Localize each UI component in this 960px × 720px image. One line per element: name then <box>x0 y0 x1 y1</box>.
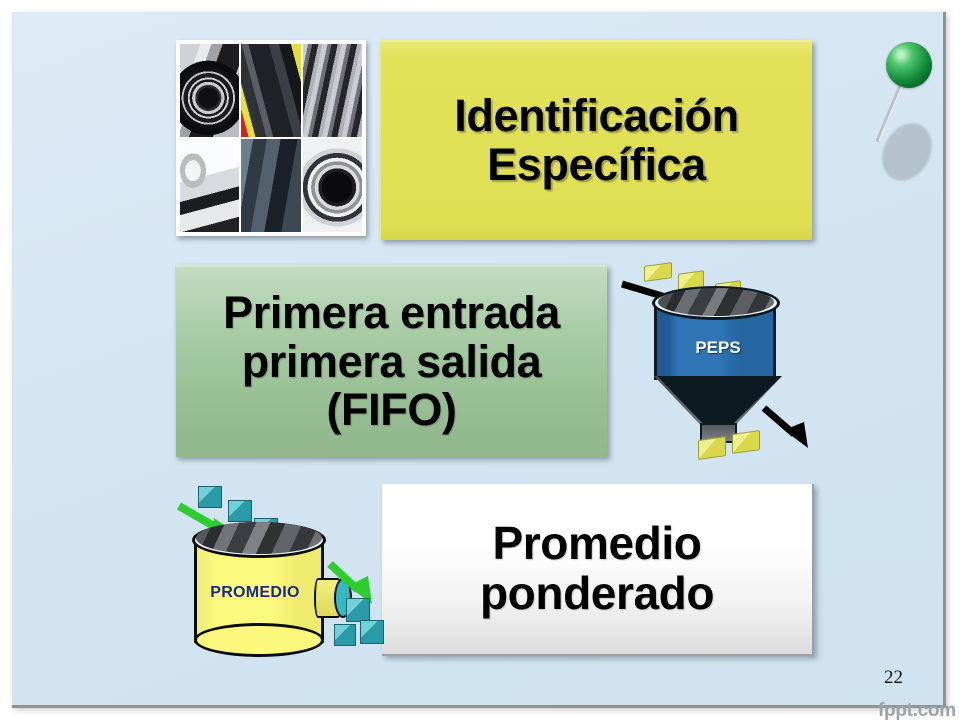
fifo-line-1: Primera entrada <box>223 287 560 339</box>
promedio-input-item-1 <box>198 486 222 508</box>
promedio-label: PROMEDIO <box>210 584 300 601</box>
promedio-text: Promedio ponderado <box>480 519 714 618</box>
promedio-input-item-2 <box>228 500 252 522</box>
promedio-output-item-1 <box>346 598 370 622</box>
promedio-output-item-3 <box>334 624 356 646</box>
primera-entrada-primera-salida-box[interactable]: Primera entrada primera salida (FIFO) <box>175 265 607 457</box>
peps-label: PEPS <box>695 338 741 357</box>
promedio-output-item-2 <box>360 620 384 644</box>
pushpin-needle <box>875 78 909 144</box>
peps-funnel-diagram: PEPS <box>612 260 827 460</box>
alloy-wheel-photo <box>180 44 240 137</box>
identificacion-especifica-text: Identificación Específica <box>454 90 739 190</box>
car-speaker-photo <box>302 139 362 232</box>
peps-funnel-contents <box>658 288 774 316</box>
promedio-line-1: Promedio <box>492 517 702 570</box>
peps-outbound-arrow-icon <box>760 404 824 458</box>
fifo-line-2: primera salida <box>241 335 542 387</box>
promedio-outbound-arrow-icon <box>324 560 386 617</box>
slide-canvas: Identificación Específica Primera entrad… <box>12 12 956 720</box>
promedio-line-2: ponderado <box>479 567 715 619</box>
promedio-barrel-diagram: PROMEDIO <box>174 480 394 670</box>
promedio-ponderado-box[interactable]: Promedio ponderado <box>382 484 814 656</box>
promedio-barrel-bottom <box>194 623 324 657</box>
engine-bay-photo <box>302 44 362 137</box>
car-trunk-photo <box>241 44 301 137</box>
identificacion-line-1: Identificación <box>454 90 739 142</box>
fppt-watermark: fppt.com <box>878 700 956 720</box>
page-number: 22 <box>884 667 903 688</box>
fifo-text: Primera entrada primera salida (FIFO) <box>223 289 560 435</box>
green-pushpin-icon <box>872 38 944 190</box>
car-front-headlight-photo <box>180 139 240 232</box>
car-interior-seat-photo <box>241 139 301 232</box>
car-parts-photo-collage <box>176 40 366 236</box>
promedio-barrel-contents <box>196 522 322 554</box>
peps-output-item-1 <box>698 436 726 460</box>
pushpin-head <box>886 42 932 88</box>
identificacion-especifica-box[interactable]: Identificación Específica <box>380 40 812 240</box>
peps-output-item-2 <box>732 430 760 454</box>
fifo-line-3: (FIFO) <box>326 384 457 436</box>
identificacion-line-2: Específica <box>487 139 706 190</box>
